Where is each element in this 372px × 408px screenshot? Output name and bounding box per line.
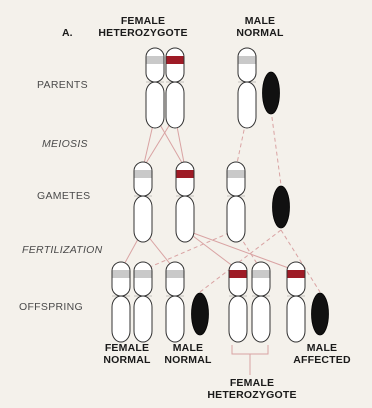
offspring-female-het-x1 <box>229 262 247 342</box>
chromosomes-layer <box>112 48 329 342</box>
gamete-sperm-x <box>227 162 245 242</box>
step-label-meiosis: MEIOSIS <box>42 138 88 150</box>
normal-allele-band <box>167 270 184 278</box>
step-label-fertilization: FERTILIZATION <box>22 244 103 256</box>
offspring-female-normal-x1 <box>112 262 130 342</box>
row-label-gametes: GAMETES <box>37 190 90 202</box>
offspring-male-affected-y <box>312 293 329 335</box>
meiosis-line <box>271 110 281 185</box>
normal-allele-band <box>135 270 152 278</box>
header-male-normal: MALE NORMAL <box>225 15 295 39</box>
header-female-heterozygote: FEMALE HETEROZYGOTE <box>88 15 198 39</box>
offspring-label-female-heterozygote: FEMALE HETEROZYGOTE <box>196 377 308 401</box>
offspring-male-affected-x <box>287 262 305 342</box>
offspring-label-male-normal: MALE NORMAL <box>158 342 218 366</box>
offspring-male-normal-y <box>192 293 209 335</box>
row-label-offspring: OFFSPRING <box>19 301 83 313</box>
mutant-allele-band <box>230 270 247 278</box>
offspring-female-het-x2 <box>252 262 270 342</box>
row-label-parents: PARENTS <box>37 79 88 91</box>
parent-male-x <box>238 48 256 128</box>
bracket-female-heterozygote <box>232 345 268 354</box>
normal-allele-band <box>113 270 130 278</box>
parent-female-x-mutant <box>166 48 184 128</box>
normal-allele-band <box>239 56 256 64</box>
normal-allele-band <box>253 270 270 278</box>
offspring-female-normal-x2 <box>134 262 152 342</box>
bracket-layer <box>232 345 268 375</box>
mutant-allele-band <box>167 56 184 64</box>
normal-allele-band <box>147 56 164 64</box>
mutant-allele-band <box>288 270 305 278</box>
offspring-label-female-normal: FEMALE NORMAL <box>92 342 162 366</box>
gamete-egg-x-normal <box>134 162 152 242</box>
gamete-sperm-y <box>273 186 290 228</box>
panel-label: A. <box>62 27 73 39</box>
gamete-egg-x-mutant <box>176 162 194 242</box>
offspring-male-normal-x <box>166 262 184 342</box>
parent-male-y <box>263 72 280 114</box>
mutant-allele-band <box>177 170 194 178</box>
offspring-label-male-affected: MALE AFFECTED <box>284 342 360 366</box>
normal-allele-band <box>228 170 245 178</box>
parent-female-x-normal <box>146 48 164 128</box>
normal-allele-band <box>135 170 152 178</box>
